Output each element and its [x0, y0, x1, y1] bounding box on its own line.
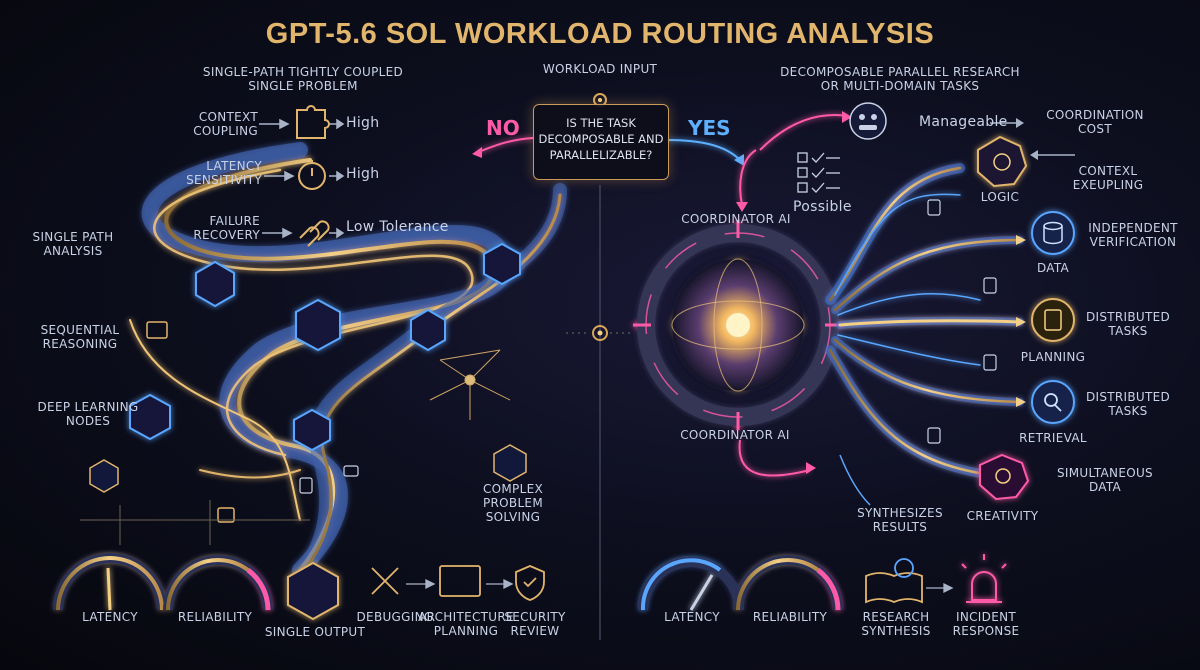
sequential-reasoning-label: SEQUENTIAL REASONING — [40, 323, 120, 351]
single-output-label: SINGLE OUTPUT — [264, 625, 366, 639]
node-label-data: DATA — [1036, 261, 1070, 275]
criterion-value-latency: High — [346, 166, 380, 182]
sequential-reasoning-icon — [146, 321, 168, 339]
atom-node-icon — [410, 308, 446, 352]
criterion-value-failure: Low Tolerance — [346, 219, 449, 235]
complex-problem-solving-label: COMPLEX PROBLEM SOLVING — [482, 482, 543, 524]
synthesis-arrow — [738, 439, 811, 477]
single-path-analysis-label: SINGLE PATH ANALYSIS — [32, 230, 114, 258]
node-label-retrieval: RETRIEVAL — [1019, 431, 1087, 445]
complex-network-icon — [429, 349, 511, 420]
deep-learning-nodes-label: DEEP LEARNING NODES — [37, 400, 139, 428]
gear-brain-icon — [977, 135, 1028, 188]
wrench-screwdriver-icon — [371, 567, 399, 595]
right-header: DECOMPOSABLE PARALLEL RESEARCH OR MULTI-… — [780, 65, 1020, 93]
lightbulb-icon — [979, 453, 1030, 501]
criterion-label-context: CONTEXT COUPLING — [193, 110, 258, 138]
no-arrow — [477, 137, 534, 153]
chat-icon — [343, 465, 359, 477]
doc-icon-4 — [927, 427, 941, 444]
blueprint-icon — [439, 565, 481, 597]
node-side-creativity: SIMULTANEOUS DATA — [1057, 466, 1153, 494]
node-side-retrieval: DISTRIBUTED TASKS — [1085, 390, 1171, 418]
molecule-small-icon — [89, 459, 119, 493]
possible-label: Possible — [793, 199, 852, 215]
left-path-nodes — [129, 242, 521, 621]
magnifier-icon — [1031, 380, 1075, 424]
coordinator-top-label: COORDINATOR AI — [681, 212, 791, 226]
shield-check-icon — [515, 565, 545, 601]
atom-node-small-icon — [493, 444, 527, 482]
checklist-icon — [797, 152, 840, 193]
no-label: NO — [486, 116, 520, 140]
synthesizes-link — [839, 454, 871, 506]
to-coordinator-arrow — [739, 149, 757, 206]
center-node — [592, 325, 608, 341]
puzzle-icon — [296, 105, 330, 139]
yes-arrow — [666, 139, 741, 161]
chain-link-icon — [299, 220, 330, 247]
synthesizes-results-label: SYNTHESIZES RESULTS — [857, 506, 943, 534]
coordinator-sphere — [633, 220, 843, 430]
file-icon — [217, 507, 235, 523]
page-title: GPT-5.6 SOL WORKLOAD ROUTING ANALYSIS — [265, 18, 935, 50]
coordinator-bottom-label: COORDINATOR AI — [680, 428, 790, 442]
doc-icon-1 — [927, 199, 941, 216]
criterion-value-context: High — [346, 115, 380, 131]
single-output-node-icon — [287, 561, 339, 621]
right-fanout-paths — [825, 163, 1025, 483]
decision-question: IS THE TASK DECOMPOSABLE AND PARALLELIZA… — [538, 116, 664, 162]
node-label-logic: LOGIC — [980, 190, 1020, 204]
use-case-architecture-planning: ARCHITECTURE PLANNING — [418, 610, 514, 638]
decision-box: IS THE TASK DECOMPOSABLE AND PARALLELIZA… — [533, 104, 669, 180]
use-case-security-review: SECURITY REVIEW — [504, 610, 566, 638]
criterion-label-latency: LATENCY SENSITIVITY — [186, 159, 262, 187]
criterion-label-failure: FAILURE RECOVERY — [193, 214, 260, 242]
molecule-node-icon — [293, 408, 331, 452]
hex-cube-node-icon — [295, 298, 341, 352]
node-side-planning: DISTRIBUTED TASKS — [1085, 310, 1171, 338]
node-label-creativity: CREATIVITY — [966, 509, 1039, 523]
use-case-debugging: DEBUGGING — [356, 610, 434, 624]
use-case-incident-response: INCIDENT RESPONSE — [952, 610, 1020, 638]
clipboard-icon — [1031, 298, 1075, 342]
coordination-cost-label: COORDINATION COST — [1046, 108, 1144, 136]
left-gauge-label-reliability: RELIABILITY — [177, 610, 253, 624]
use-case-research-synthesis: RESEARCH SYNTHESIS — [861, 610, 931, 638]
doc-icon-2 — [983, 277, 997, 294]
neural-node-icon — [129, 393, 171, 441]
node-side-data: INDEPENDENT VERIFICATION — [1088, 221, 1178, 249]
manageable-label: Manageable — [919, 114, 1008, 130]
alarm-light-icon — [961, 554, 1007, 603]
yes-label: YES — [688, 116, 731, 140]
left-gauge-label-latency: LATENCY — [82, 610, 138, 624]
brain-node-icon — [483, 242, 521, 286]
context-exeupling-label: CONTEXL EXEUPLING — [1072, 164, 1144, 192]
manageable-link — [759, 114, 849, 151]
right-gauge-label-reliability: RELIABILITY — [752, 610, 828, 624]
document-icon — [299, 477, 313, 494]
left-gauges — [53, 553, 273, 611]
book-globe-icon — [865, 572, 923, 604]
team-meeting-icon — [849, 102, 887, 140]
right-gauge-label-latency: LATENCY — [664, 610, 720, 624]
doc-icon-3 — [983, 354, 997, 371]
right-gauges — [638, 555, 843, 611]
workload-input-label: WORKLOAD INPUT — [542, 62, 658, 76]
left-header: SINGLE-PATH TIGHTLY COUPLED SINGLE PROBL… — [202, 65, 404, 93]
network-node-icon — [195, 260, 235, 308]
database-icon — [1031, 211, 1075, 255]
node-label-planning: PLANNING — [1020, 350, 1086, 364]
